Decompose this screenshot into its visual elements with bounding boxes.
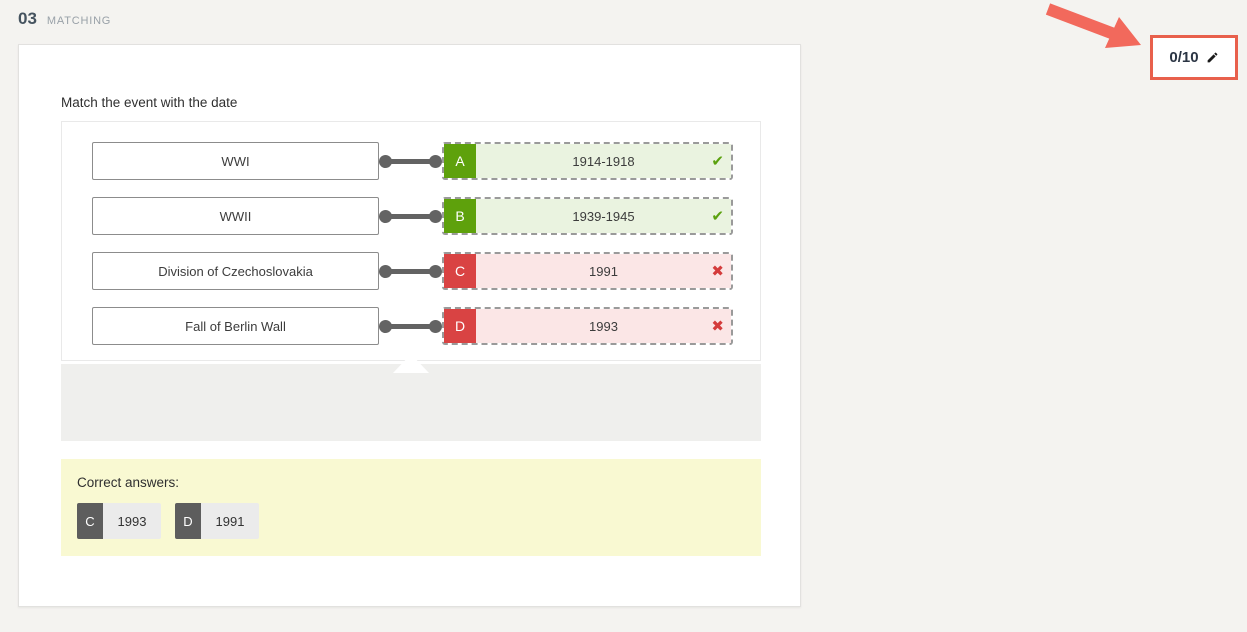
answer-drop-box[interactable]: D 1993 ✖ bbox=[442, 307, 733, 345]
question-type-label: MATCHING bbox=[46, 15, 112, 27]
correct-answers-list: C 1993 D 1991 bbox=[77, 503, 745, 539]
answer-letter-badge: C bbox=[444, 254, 476, 288]
chip-value: 1991 bbox=[201, 503, 259, 539]
event-box: Division of Czechoslovakia bbox=[92, 252, 379, 290]
answer-drop-box[interactable]: A 1914-1918 ✔ bbox=[442, 142, 733, 180]
score-value: 0/10 bbox=[1169, 49, 1199, 66]
chip-letter: C bbox=[77, 503, 103, 539]
result-mark-icon: ✔ bbox=[711, 208, 724, 225]
connector-line bbox=[379, 197, 442, 235]
answer-letter-badge: D bbox=[444, 309, 476, 343]
chip-value: 1993 bbox=[103, 503, 161, 539]
correct-answer-chip: C 1993 bbox=[77, 503, 161, 539]
answer-value: 1914-1918 bbox=[476, 144, 731, 178]
connector-line bbox=[379, 142, 442, 180]
event-box: WWI bbox=[92, 142, 379, 180]
match-row: WWI A 1914-1918 ✔ bbox=[62, 142, 760, 180]
result-mark-icon: ✔ bbox=[711, 153, 724, 170]
event-box: Fall of Berlin Wall bbox=[92, 307, 379, 345]
connector-line bbox=[379, 252, 442, 290]
question-header: 03 MATCHING bbox=[18, 9, 111, 29]
match-row: WWII B 1939-1945 ✔ bbox=[62, 197, 760, 235]
annotation-arrow-icon bbox=[1045, 3, 1141, 48]
score-badge[interactable]: 0/10 bbox=[1150, 35, 1238, 80]
answer-value: 1991 bbox=[476, 254, 731, 288]
answer-letter-badge: A bbox=[444, 144, 476, 178]
edit-pencil-icon[interactable] bbox=[1206, 51, 1219, 64]
matching-panel: WWI A 1914-1918 ✔ WWII B 1939-1945 ✔ Div… bbox=[61, 121, 761, 361]
answer-tray bbox=[61, 354, 761, 441]
answer-drop-box[interactable]: C 1991 ✖ bbox=[442, 252, 733, 290]
match-row: Fall of Berlin Wall D 1993 ✖ bbox=[62, 307, 760, 345]
event-box: WWII bbox=[92, 197, 379, 235]
answer-value: 1993 bbox=[476, 309, 731, 343]
chip-letter: D bbox=[175, 503, 201, 539]
question-number: 03 bbox=[18, 9, 37, 28]
match-row: Division of Czechoslovakia C 1991 ✖ bbox=[62, 252, 760, 290]
correct-answers-label: Correct answers: bbox=[77, 475, 180, 490]
answer-drop-box[interactable]: B 1939-1945 ✔ bbox=[442, 197, 733, 235]
correct-answers-panel: Correct answers: C 1993 D 1991 bbox=[61, 459, 761, 556]
connector-line bbox=[379, 307, 442, 345]
answer-letter-badge: B bbox=[444, 199, 476, 233]
question-card: Match the event with the date WWI A 1914… bbox=[18, 44, 801, 607]
result-mark-icon: ✖ bbox=[711, 318, 724, 335]
result-mark-icon: ✖ bbox=[711, 263, 724, 280]
question-prompt: Match the event with the date bbox=[61, 95, 238, 110]
answer-value: 1939-1945 bbox=[476, 199, 731, 233]
correct-answer-chip: D 1991 bbox=[175, 503, 259, 539]
tray-notch bbox=[393, 354, 429, 373]
